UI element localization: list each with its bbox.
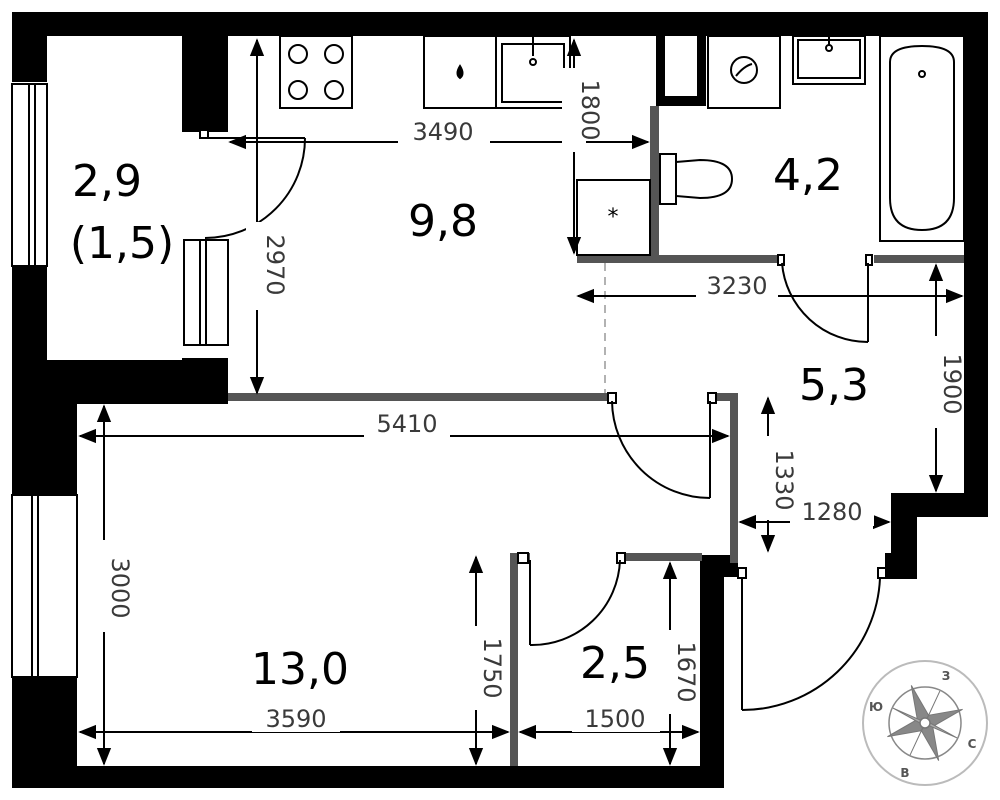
area-hall: 5,3	[799, 360, 869, 411]
dim-storage-depth: 1670	[672, 641, 700, 702]
dim-kitchen-width: 3490	[412, 118, 473, 146]
exterior-walls	[12, 12, 988, 788]
area-living-room: 13,0	[251, 644, 349, 695]
dim-living-width-full: 5410	[376, 410, 437, 438]
kitchen-sink-icon	[495, 35, 571, 109]
svg-text:*: *	[608, 205, 619, 230]
compass-north: З	[942, 669, 951, 683]
dim-living-height: 3000	[106, 557, 134, 618]
area-kitchen: 9,8	[408, 196, 478, 247]
dim-hall-depth: 1900	[938, 353, 966, 414]
dim-kitchen-counter: 1800	[576, 79, 604, 140]
toilet-icon	[659, 153, 734, 205]
doors	[199, 129, 887, 712]
compass-icon: З С В Ю	[862, 660, 988, 786]
fridge-icon: *	[576, 179, 651, 256]
dim-corridor-depth: 1330	[770, 449, 798, 510]
compass-west: Ю	[869, 700, 883, 714]
dim-hall-width: 3230	[706, 272, 767, 300]
windows	[11, 83, 229, 678]
area-balcony: 2,9	[72, 156, 142, 207]
stove-icon	[279, 35, 353, 109]
dim-living-width: 3590	[265, 705, 326, 733]
dim-storage-width: 1500	[584, 705, 645, 733]
washing-machine-icon	[707, 35, 781, 109]
bathroom-sink-icon	[792, 35, 866, 85]
area-bathroom: 4,2	[773, 150, 843, 201]
bathtub-icon	[879, 35, 965, 242]
dishwasher-icon	[423, 35, 497, 109]
compass-south: В	[900, 766, 909, 780]
compass-east: С	[968, 737, 977, 751]
area-storage: 2,5	[580, 638, 650, 689]
dim-living-niche: 1750	[478, 637, 506, 698]
dim-corridor-width: 1280	[801, 498, 862, 526]
dim-kitchen-depth: 2970	[261, 234, 289, 295]
area-balcony-reduced: (1,5)	[70, 218, 174, 269]
wall-niche	[665, 36, 697, 96]
